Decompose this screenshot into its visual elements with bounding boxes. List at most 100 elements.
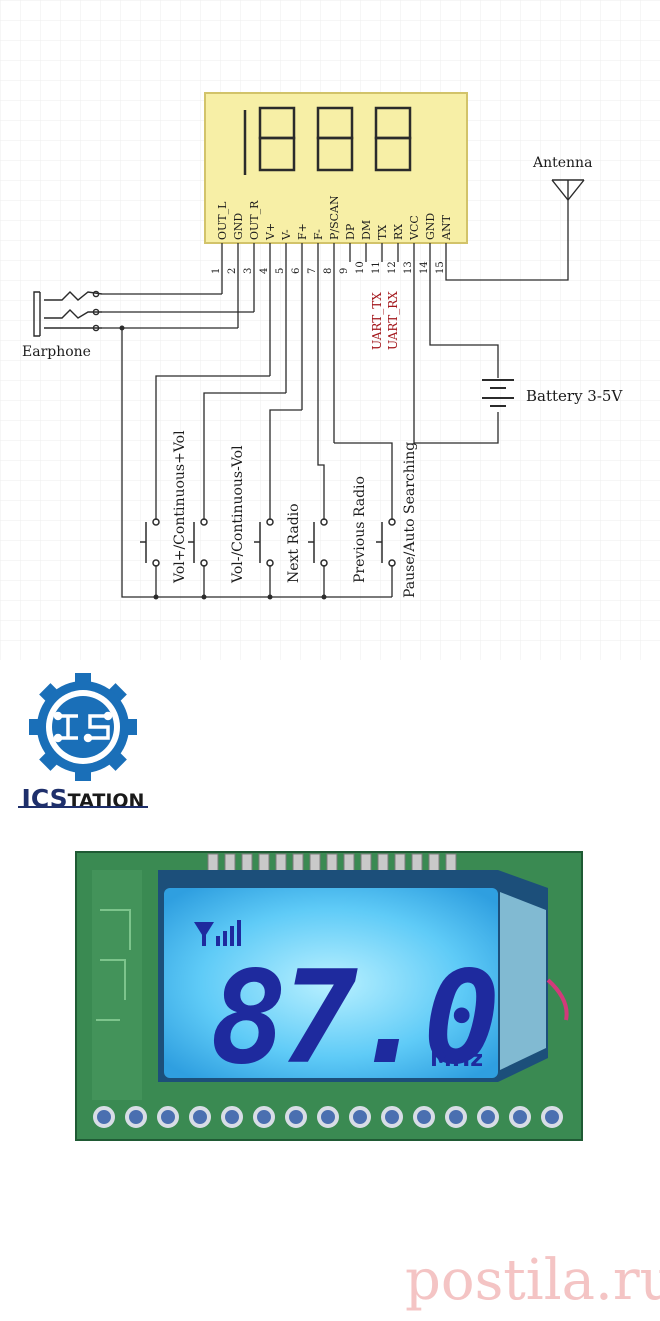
signal-strength-icon bbox=[194, 920, 241, 946]
watermark: postila.ru bbox=[405, 1248, 660, 1313]
pin-number-11: 11 bbox=[371, 261, 382, 274]
digit-8 bbox=[316, 106, 354, 172]
lcd-backlight bbox=[164, 888, 498, 1078]
header-pin bbox=[411, 853, 423, 873]
logo-wordmark: ICSTATION bbox=[18, 784, 148, 813]
button-label-vol-minus: Vol-/Continuous-Vol bbox=[230, 445, 246, 584]
pin-name-6: F+ bbox=[296, 223, 309, 240]
pin-name-11: TX bbox=[376, 225, 389, 240]
pin-name-2: GND bbox=[232, 213, 245, 240]
solder-pad bbox=[221, 1106, 243, 1128]
pin-number-5: 5 bbox=[275, 268, 286, 274]
push-button-next-radio bbox=[254, 518, 274, 567]
digit-8 bbox=[374, 106, 412, 172]
pin-name-9: DP bbox=[344, 223, 357, 240]
pin-number-3: 3 bbox=[243, 268, 254, 274]
pin-name-13: VCC bbox=[408, 215, 421, 241]
header-pin bbox=[394, 853, 406, 873]
pin-number-6: 6 bbox=[291, 268, 302, 274]
button-label-previous-radio: Previous Radio bbox=[352, 476, 368, 583]
push-button-vol-minus bbox=[188, 518, 208, 567]
push-button-switches bbox=[140, 518, 396, 567]
solder-pad bbox=[349, 1106, 371, 1128]
pin-number-13: 13 bbox=[403, 261, 414, 274]
cs-circuit-icon bbox=[53, 711, 113, 743]
solder-pad bbox=[541, 1106, 563, 1128]
solder-pad bbox=[477, 1106, 499, 1128]
pin-number-4: 4 bbox=[259, 268, 270, 274]
pin-number-9: 9 bbox=[339, 268, 350, 274]
pin-name-10: DM bbox=[360, 220, 373, 240]
frequency-readout: 87.0 bbox=[210, 944, 495, 1093]
header-pin bbox=[207, 853, 219, 873]
header-pin bbox=[445, 853, 457, 873]
pin-number-12: 12 bbox=[387, 261, 398, 274]
solder-pad bbox=[253, 1106, 275, 1128]
earphone-jack-symbol bbox=[33, 290, 103, 337]
pin-number-15: 15 bbox=[435, 261, 446, 274]
fm-module-photo: 87.0 MHz bbox=[75, 851, 583, 1141]
push-button-previous-radio bbox=[308, 518, 328, 567]
solder-pad bbox=[157, 1106, 179, 1128]
header-pin bbox=[241, 853, 253, 873]
header-pin bbox=[292, 853, 304, 873]
pin-name-8: P/SCAN bbox=[328, 195, 341, 240]
button-label-pause: Pause/Auto Searching bbox=[402, 442, 418, 598]
solder-pad bbox=[445, 1106, 467, 1128]
earphone-label: Earphone bbox=[22, 344, 91, 360]
header-pin bbox=[224, 853, 236, 873]
push-button-vol-plus bbox=[140, 518, 160, 567]
pin-name-7: F- bbox=[312, 229, 325, 240]
button-label-vol-plus: Vol+/Continuous+Vol bbox=[172, 430, 188, 584]
top-header-pins bbox=[207, 853, 457, 873]
pin-number-10: 10 bbox=[355, 261, 366, 274]
uart-tx-label: UART_TX bbox=[370, 292, 384, 350]
pin-name-3: OUT_R bbox=[248, 200, 261, 240]
pin-number-1: 1 bbox=[211, 268, 222, 274]
bottom-pin-row bbox=[93, 1106, 563, 1128]
header-pin bbox=[343, 853, 355, 873]
logo-underline bbox=[18, 806, 148, 808]
header-pin bbox=[377, 853, 389, 873]
push-button-pause bbox=[376, 518, 396, 567]
pin-number-14: 14 bbox=[419, 261, 430, 274]
header-pin bbox=[360, 853, 372, 873]
antenna-icon bbox=[551, 179, 585, 202]
uart-rx-label: UART_RX bbox=[386, 291, 400, 350]
pin-name-12: RX bbox=[392, 224, 405, 240]
icstation-logo-gear-icon bbox=[29, 673, 137, 781]
pin-number-7: 7 bbox=[307, 268, 318, 274]
lcd-module-body bbox=[204, 92, 468, 244]
seven-segment-display bbox=[243, 106, 412, 175]
pin-name-14: GND bbox=[424, 213, 437, 240]
wires bbox=[102, 200, 569, 598]
pin-name-4: V+ bbox=[264, 223, 277, 241]
battery-icon bbox=[482, 379, 514, 407]
antenna-label: Antenna bbox=[532, 155, 592, 171]
solder-pad bbox=[413, 1106, 435, 1128]
header-pin bbox=[309, 853, 321, 873]
header-pin bbox=[275, 853, 287, 873]
solder-pad bbox=[317, 1106, 339, 1128]
solder-pad bbox=[509, 1106, 531, 1128]
junction-dots bbox=[119, 325, 327, 600]
logo-brand-prefix: ICS bbox=[21, 784, 68, 813]
solder-pad bbox=[189, 1106, 211, 1128]
pin-name-1: OUT_L bbox=[216, 201, 229, 240]
logo-brand-suffix: TATION bbox=[67, 790, 145, 812]
solder-pad bbox=[285, 1106, 307, 1128]
frequency-unit: MHz bbox=[430, 1047, 483, 1072]
battery-label: Battery 3-5V bbox=[526, 387, 623, 405]
header-pin bbox=[258, 853, 270, 873]
solder-pad bbox=[381, 1106, 403, 1128]
pin-number-8: 8 bbox=[323, 268, 334, 274]
button-label-next-radio: Next Radio bbox=[286, 503, 302, 583]
digit-8 bbox=[258, 106, 296, 172]
header-pin bbox=[326, 853, 338, 873]
header-pin bbox=[428, 853, 440, 873]
solder-pad bbox=[125, 1106, 147, 1128]
